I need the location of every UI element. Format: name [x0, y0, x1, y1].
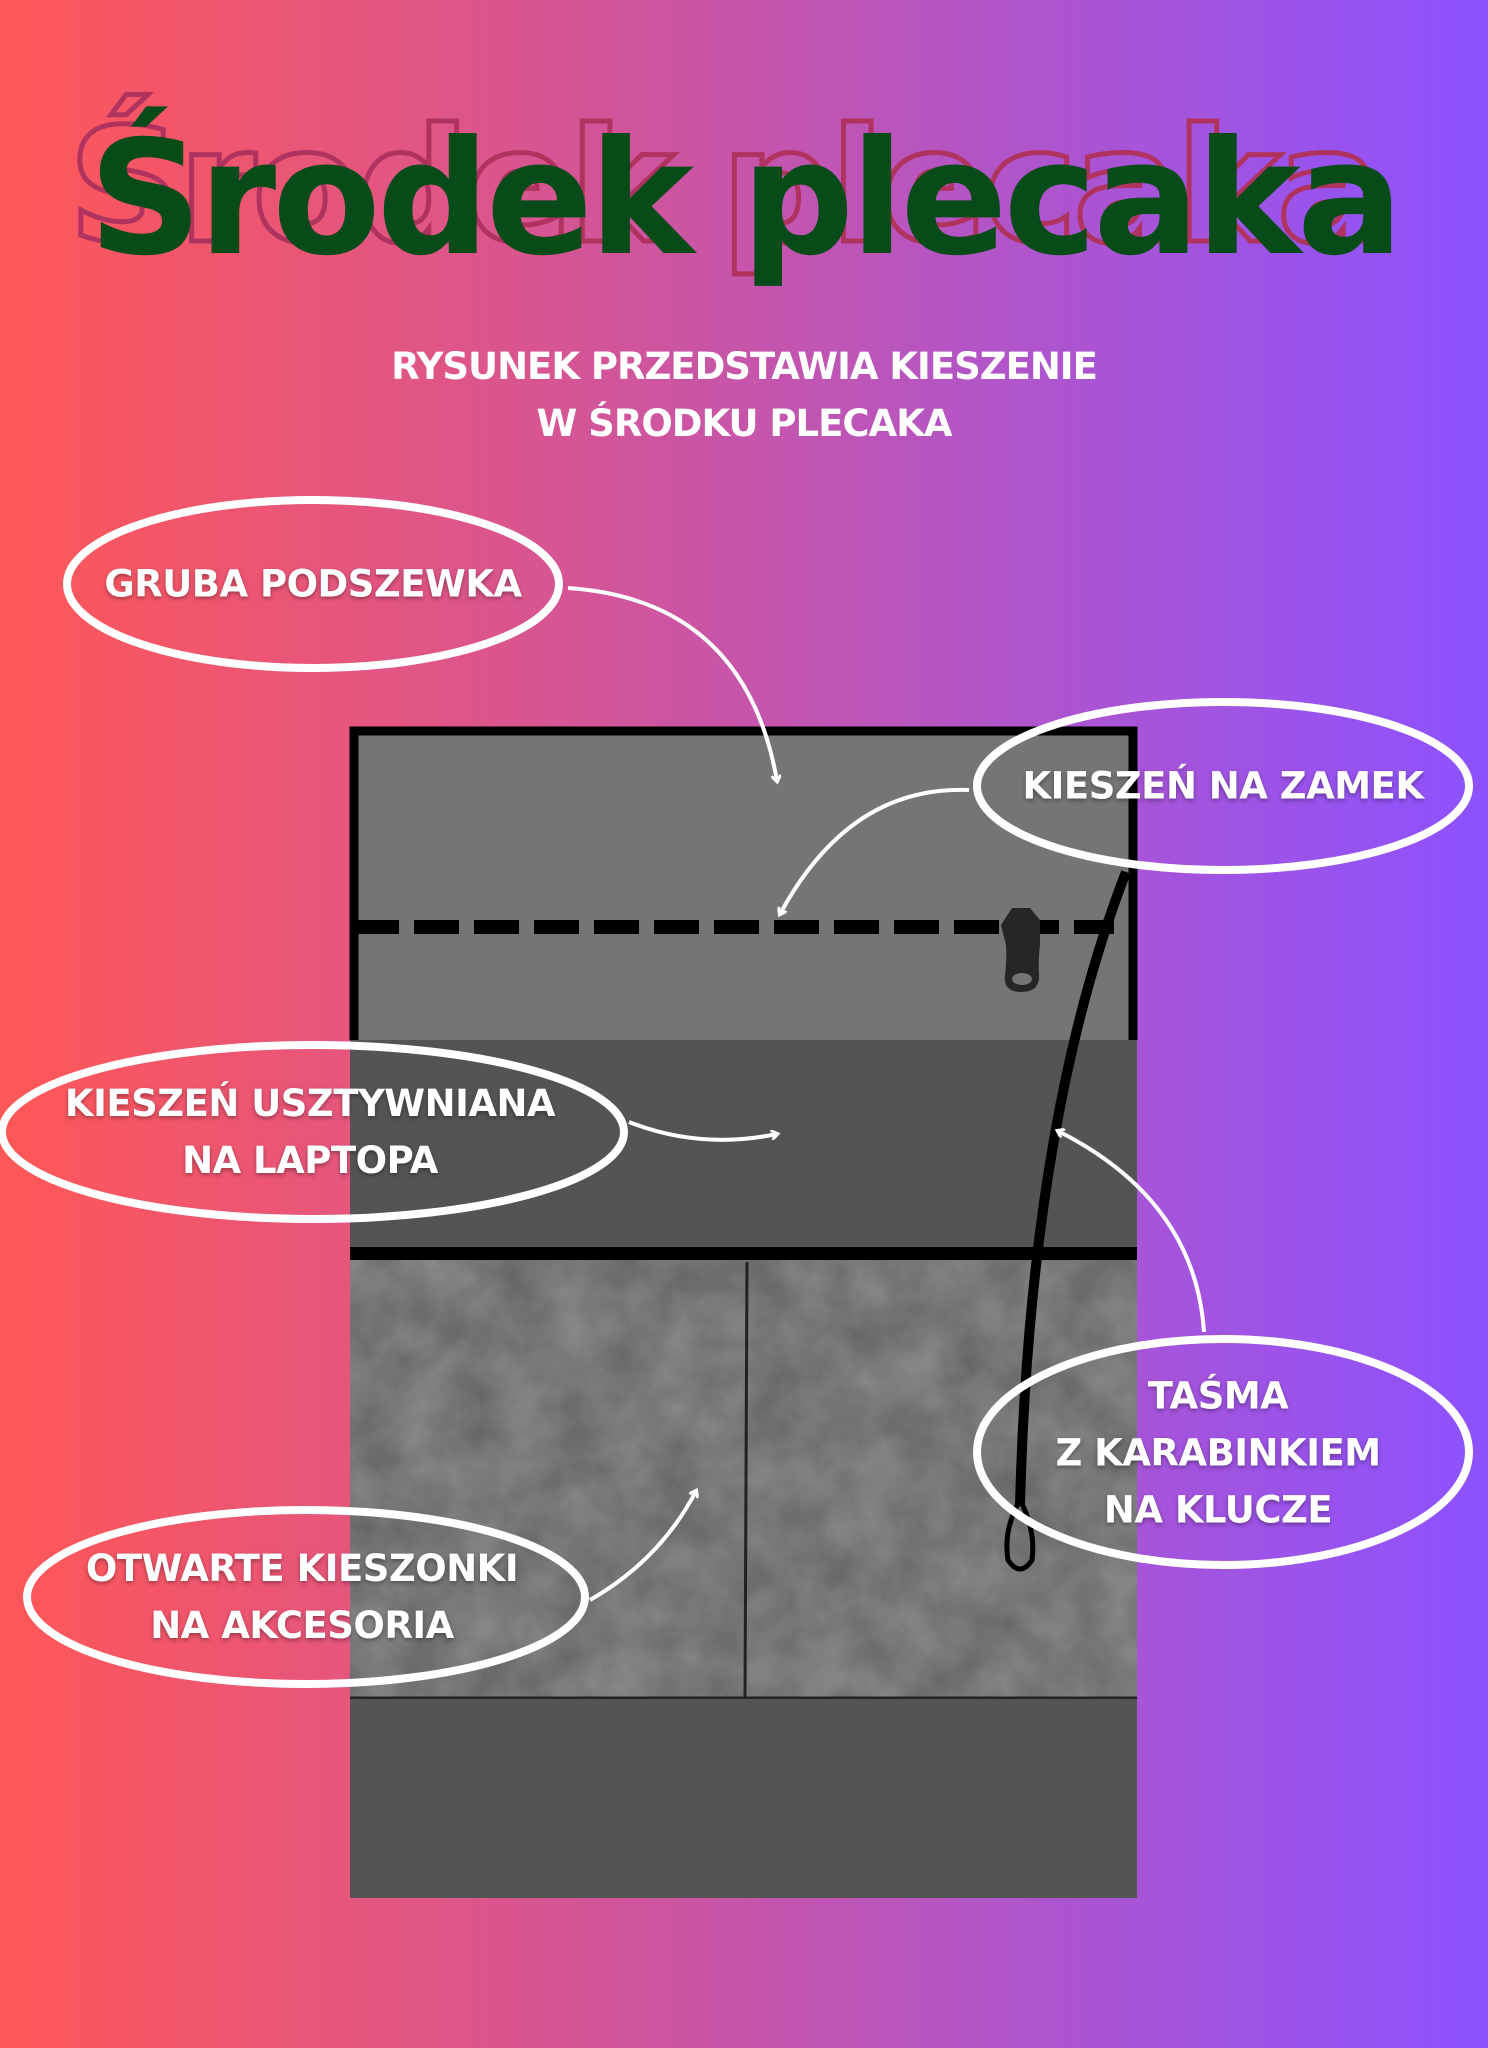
arrow-strap: [1058, 1131, 1206, 1333]
bottom-section: [350, 1699, 1137, 1898]
label-zip-pocket: KIESZEŃ NA ZAMEK: [1022, 764, 1424, 808]
title-outline: Środek plecaka: [66, 95, 1386, 279]
arrow-laptop: [628, 1120, 777, 1142]
top-border: [349, 726, 1138, 1040]
arrow-lining: [567, 586, 777, 781]
label-laptop: KIESZEŃ USZTYWNIANA NA LAPTOPA: [64, 1075, 556, 1189]
label-strap-line-1: TAŚMA: [1147, 1374, 1289, 1418]
laptop-section: [350, 1040, 1137, 1247]
label-accessories-line-2: NA AKCESORIA: [150, 1604, 454, 1647]
page-title: Środek plecaka: [88, 107, 1404, 291]
label-accessories-line-1: OTWARTE KIESZONKI: [85, 1547, 519, 1590]
divider-line: [350, 1247, 1137, 1260]
zipper-pull-icon: [1001, 908, 1040, 992]
label-ellipse-lining: [63, 496, 563, 672]
label-laptop-line-1: KIESZEŃ USZTYWNIANA: [64, 1082, 556, 1125]
label-strap: TAŚMA Z KARABINKIEM NA KLUCZE: [1055, 1368, 1381, 1539]
label-ellipse-accessories: [23, 1506, 589, 1688]
label-strap-line-3: NA KLUCZE: [1103, 1488, 1333, 1532]
label-ellipse-laptop: [0, 1041, 628, 1223]
subtitle: RYSUNEK PRZEDSTAWIA KIESZENIE W ŚRODKU P…: [0, 338, 1488, 452]
label-ellipse-zip: [973, 698, 1473, 874]
label-lining: GRUBA PODSZEWKA: [104, 562, 522, 606]
arrow-zip: [780, 787, 970, 914]
label-ellipse-strap: [973, 1335, 1473, 1569]
arrow-accessories: [589, 1491, 696, 1602]
lining-section: [350, 727, 1137, 1040]
pocket-divider: [743, 1261, 749, 1699]
subtitle-line-1: RYSUNEK PRZEDSTAWIA KIESZENIE: [391, 345, 1098, 388]
carabiner-icon: [1004, 1494, 1036, 1572]
label-strap-line-2: Z KARABINKIEM: [1055, 1431, 1381, 1475]
label-accessories: OTWARTE KIESZONKI NA AKCESORIA: [85, 1540, 519, 1654]
key-strap: [1015, 870, 1131, 1506]
label-laptop-line-2: NA LAPTOPA: [182, 1139, 438, 1182]
subtitle-line-2: W ŚRODKU PLECAKA: [536, 402, 952, 445]
